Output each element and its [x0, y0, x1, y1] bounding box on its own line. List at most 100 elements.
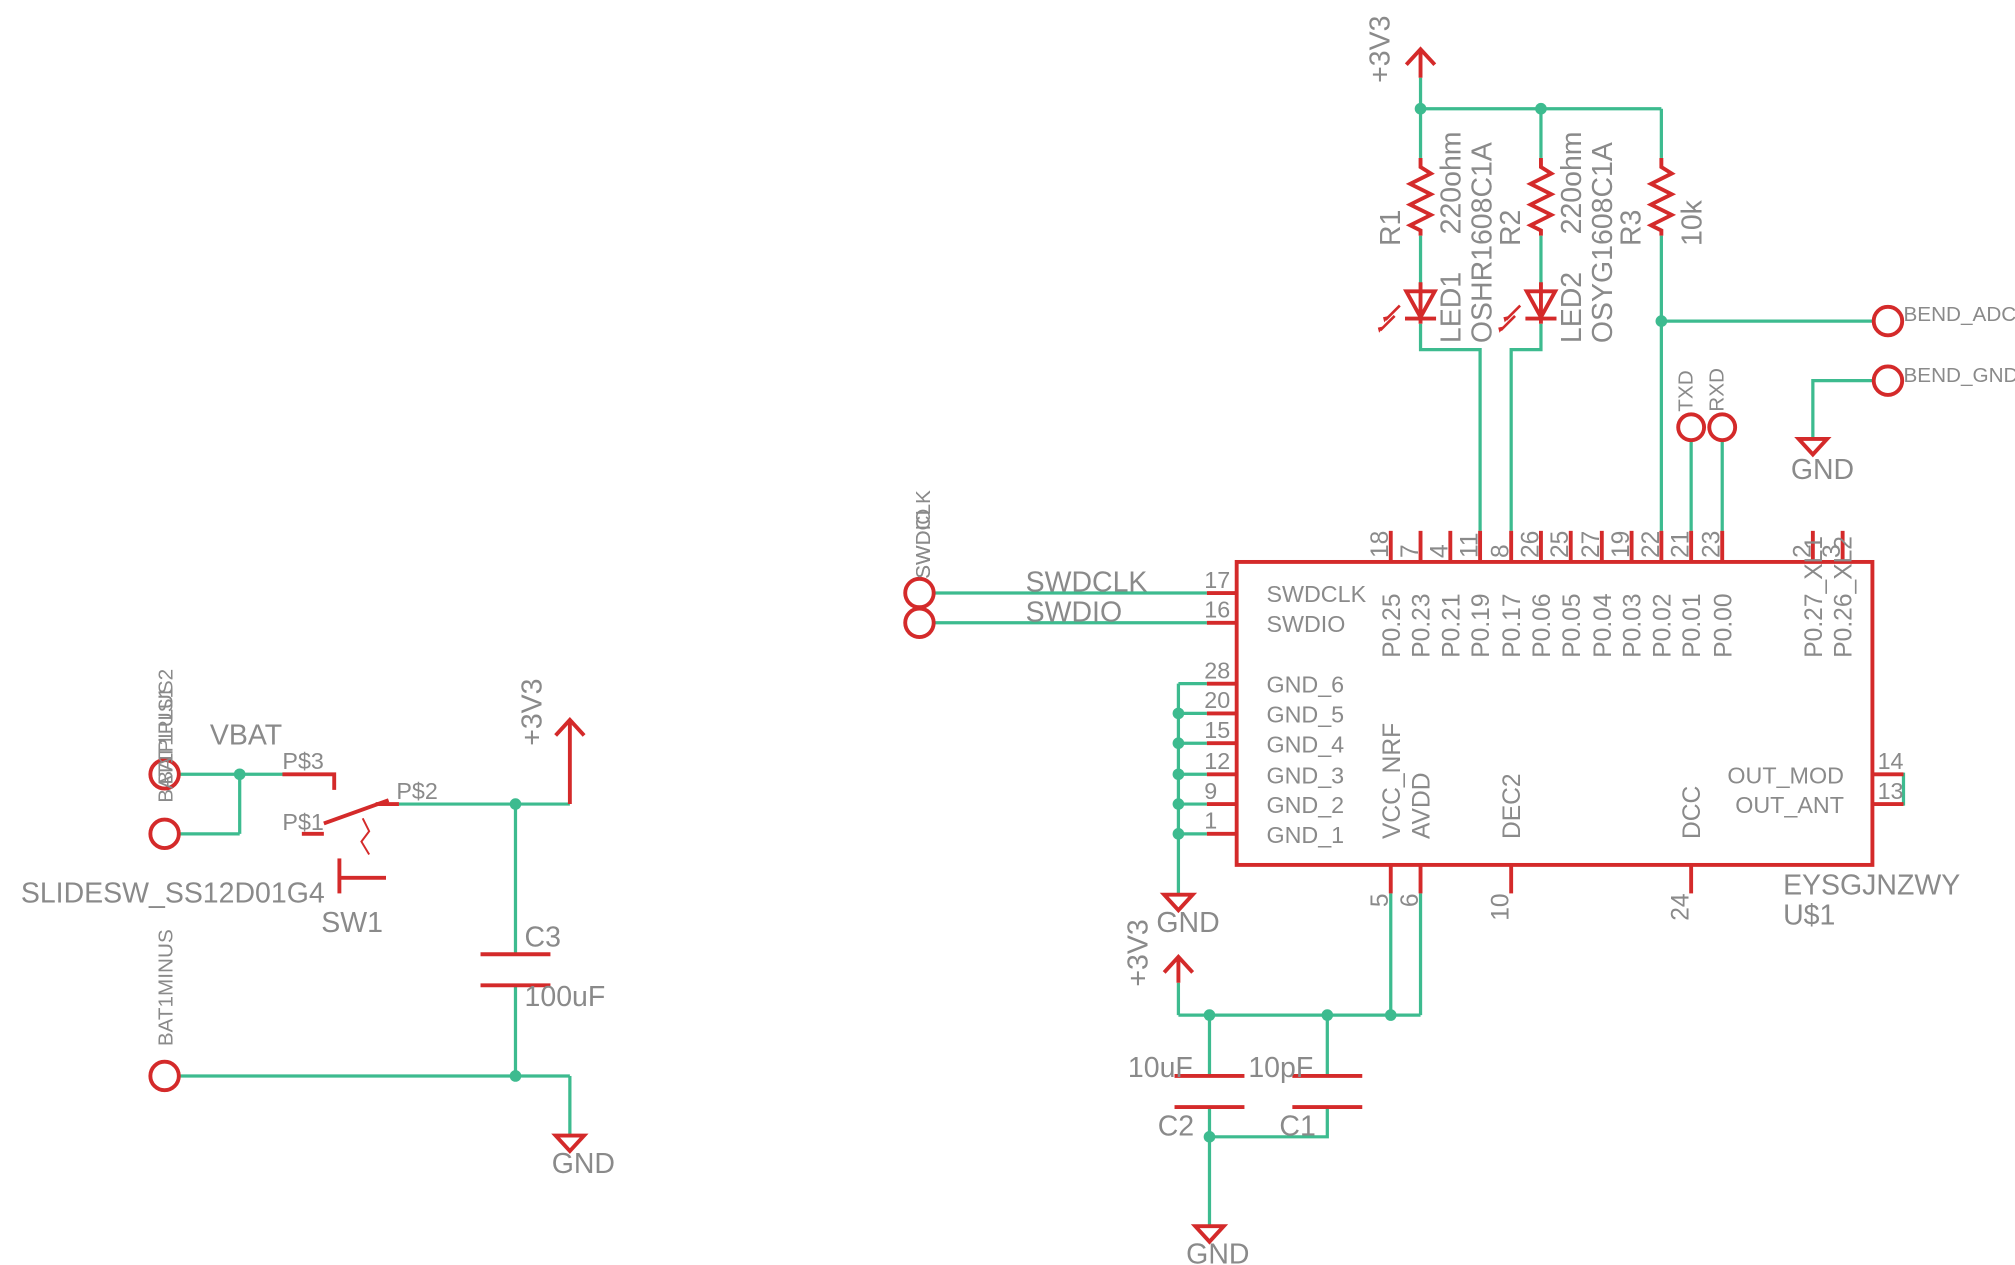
mcu-left-pin-number: 9 — [1204, 778, 1217, 804]
txd-label: TXD — [1674, 370, 1697, 411]
supply-3v3-mcu: +3V3 — [1122, 919, 1195, 987]
resistor-r1: R1 220ohm — [1375, 131, 1468, 246]
mcu-top-pin-name: P0.05 — [1559, 593, 1586, 657]
c2-name: C2 — [1158, 1111, 1194, 1143]
mcu-top-pin-name: P0.01 — [1679, 593, 1706, 657]
switch-name: SW1 — [321, 907, 383, 939]
mcu-top-pin-number: 11 — [1457, 533, 1484, 559]
mcu-left-pin-name: SWDIO — [1266, 611, 1345, 637]
mcu-left-pin-name: SWDCLK — [1266, 581, 1366, 607]
bend-adc-label: BEND_ADC — [1903, 303, 2015, 326]
mcu-top-pin-name: P0.17 — [1499, 593, 1526, 657]
battery-minus-pad: BAT1MINUS — [148, 929, 181, 1093]
txd-pad: TXD — [1674, 370, 1707, 443]
mcu-top-pin-number: 8 — [1488, 544, 1515, 558]
mcu-bottom-pin-number: 10 — [1488, 893, 1515, 920]
battery-plus-label: BAT1PLUS2 — [154, 669, 177, 785]
mcu-bottom-pin-name: VCC_NRF — [1379, 723, 1406, 839]
mcu-bottom-pin-number: 24 — [1668, 893, 1695, 920]
mcu-top-pin-name: P0.02 — [1649, 593, 1676, 657]
mcu-top-pin-name: P0.19 — [1468, 593, 1495, 657]
mcu-left-pin-name: GND_4 — [1266, 731, 1344, 757]
rxd-pad: RXD — [1706, 368, 1738, 443]
swdio-pad: SWDIO — [903, 509, 936, 639]
mcu-value: EYSGJNZWY — [1783, 870, 1960, 902]
swdio-net-label: SWDIO — [1026, 596, 1122, 628]
mcu-left-pin-name: GND_2 — [1266, 792, 1344, 818]
resistor-r2: R2 220ohm — [1495, 131, 1588, 246]
supply-3v3-top-label: +3V3 — [1364, 16, 1396, 83]
mcu-bottom-pin-number: 6 — [1397, 893, 1424, 907]
mcu-top-pin-number: 22 — [1638, 531, 1665, 558]
mcu-u1: 18P0.257P0.234P0.2111P0.198P0.1726P0.062… — [1204, 531, 1960, 932]
junctions — [233, 102, 1668, 1143]
mcu-top-pin-name: P0.06 — [1529, 593, 1556, 657]
capacitor-c2: 10uF C2 — [1128, 1052, 1245, 1143]
mcu-left-pin-name: GND_1 — [1266, 822, 1344, 848]
mcu-top-pin-number: 26 — [1517, 531, 1544, 558]
mcu-right-pin-name: OUT_MOD — [1727, 762, 1844, 788]
c1-name: C1 — [1279, 1111, 1315, 1143]
mcu-top-pin-number: 19 — [1608, 531, 1635, 558]
mcu-top-pin-name: P0.21 — [1438, 593, 1465, 657]
mcu-right-pin-name: OUT_ANT — [1735, 792, 1844, 818]
mcu-top-pin-name: P0.00 — [1710, 593, 1737, 657]
mcu-bottom-pin-name: AVDD — [1409, 773, 1436, 840]
switch-pin-p3: P$3 — [282, 748, 323, 774]
led2-value: OSYG1608C1A — [1587, 142, 1619, 343]
mcu-name: U$1 — [1783, 899, 1835, 931]
led1: LED1 OSHR1608C1A — [1377, 142, 1499, 343]
c1-value: 10pF — [1248, 1052, 1313, 1084]
mcu-left-pin-number: 16 — [1204, 597, 1230, 623]
battery-plus-pad: BAT1PLUS2 BAT1PLUS1 — [148, 669, 181, 803]
capacitor-c1: 10pF C1 — [1248, 1052, 1363, 1143]
c3-value: 100uF — [525, 981, 606, 1013]
bend-gnd-label: BEND_GND — [1903, 364, 2015, 387]
r3-name: R3 — [1616, 210, 1648, 246]
led2-name: LED2 — [1556, 272, 1588, 343]
mcu-top-pin-number: 7 — [1397, 544, 1424, 558]
supply-3v3-battery: +3V3 — [516, 679, 586, 805]
mcu-bottom-pin-name: DCC — [1679, 786, 1706, 839]
mcu-bottom-pin-number: 5 — [1367, 893, 1394, 907]
switch-pin-p2: P$2 — [396, 778, 437, 804]
ground-bend: GND — [1791, 436, 1854, 486]
mcu-top-pin-number: 4 — [1427, 544, 1454, 558]
battery-plus-pad-2 — [148, 817, 181, 851]
led1-value: OSHR1608C1A — [1467, 142, 1499, 343]
mcu-left-pin-number: 20 — [1204, 687, 1230, 713]
resistor-r3: R3 10k — [1616, 157, 1709, 246]
ground-battery-label: GND — [552, 1148, 615, 1180]
mcu-top-pin-name: P0.03 — [1620, 593, 1647, 657]
ground-battery: GND — [551, 1133, 615, 1180]
mcu-left-pin-number: 15 — [1204, 717, 1230, 743]
ground-caps: GND — [1186, 1224, 1249, 1265]
rxd-label: RXD — [1706, 368, 1729, 412]
mcu-top-pin-number: 21 — [1668, 531, 1695, 558]
vbat-net-label: VBAT — [210, 719, 282, 751]
c2-value: 10uF — [1128, 1052, 1193, 1084]
swdio-pad-label: SWDIO — [912, 509, 935, 579]
mcu-top-pin-name: P0.04 — [1590, 593, 1617, 657]
supply-3v3-top: +3V3 — [1364, 16, 1437, 83]
mcu-top-pin-name: P0.23 — [1409, 593, 1436, 657]
mcu-right-pin-number: 13 — [1878, 778, 1904, 804]
mcu-left-pin-number: 17 — [1204, 567, 1230, 593]
led1-name: LED1 — [1436, 272, 1468, 343]
mcu-top-pin-number: 3 — [1819, 544, 1846, 558]
r2-value: 220ohm — [1556, 131, 1588, 234]
mcu-top-pin-name: P0.25 — [1379, 593, 1406, 657]
mcu-left-pin-name: GND_6 — [1266, 672, 1344, 698]
mcu-left-pin-name: GND_3 — [1266, 762, 1344, 788]
mcu-top-pin-number: 23 — [1699, 531, 1726, 558]
mcu-top-pin-name: P0.26_XL2 — [1831, 536, 1858, 658]
ground-mcu: GND — [1156, 892, 1220, 939]
r2-name: R2 — [1495, 210, 1527, 246]
mcu-right-pin-number: 14 — [1878, 748, 1904, 774]
swdclk-pad-label: SWDCLK — [912, 490, 935, 579]
capacitor-c3: C3 100uF — [480, 921, 606, 1013]
r3-value: 10k — [1677, 199, 1709, 246]
ground-caps-label: GND — [1186, 1239, 1249, 1265]
mcu-pins: 18P0.257P0.234P0.2111P0.198P0.1726P0.062… — [1204, 531, 1903, 921]
